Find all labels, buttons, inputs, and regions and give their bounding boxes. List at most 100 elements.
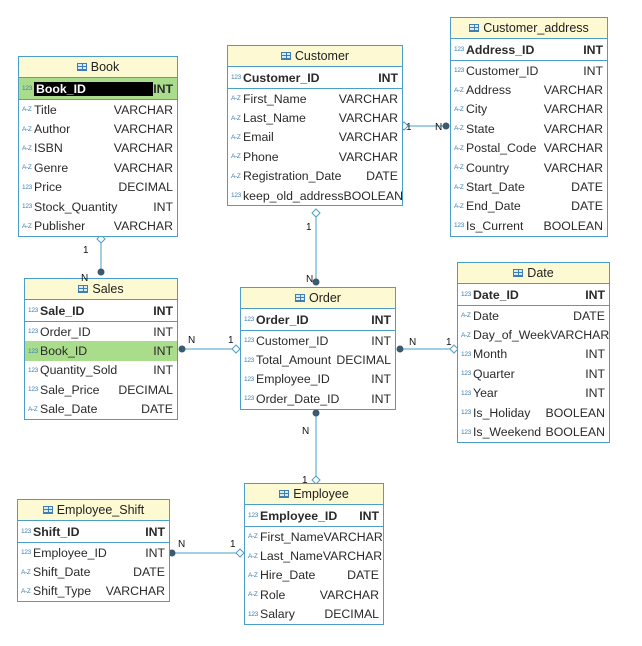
text-type-icon: A-Z: [454, 164, 464, 172]
field-type: BOOLEAN: [543, 218, 603, 233]
field-name: Is_Holiday: [473, 405, 531, 420]
field-type: INT: [359, 508, 379, 523]
text-type-icon: A-Z: [22, 125, 32, 133]
field-type: INT: [378, 70, 398, 85]
numeric-type-icon: 123: [244, 375, 254, 383]
many-end-dot: [312, 278, 320, 286]
field-name: Publisher: [34, 219, 86, 234]
text-type-icon: A-Z: [22, 144, 32, 152]
numeric-type-icon: 123: [454, 46, 464, 53]
field-type: INT: [145, 545, 165, 560]
entity-header: Order: [241, 288, 395, 309]
field-name: Genre: [34, 160, 69, 175]
numeric-type-icon: 123: [28, 347, 38, 355]
many-end-dot: [442, 122, 450, 130]
field-type: DECIMAL: [118, 180, 173, 195]
field-type: DECIMAL: [324, 607, 379, 622]
one-end-diamond: [235, 548, 245, 558]
entity-title: Employee_Shift: [56, 503, 145, 517]
field-name: Book_ID: [40, 344, 88, 359]
field-type: INT: [583, 42, 603, 57]
field-type: VARCHAR: [543, 121, 603, 136]
field-name: Employee_ID: [260, 508, 338, 523]
field-type: INT: [153, 303, 173, 318]
field-name: ISBN: [34, 141, 63, 156]
field-type: INT: [585, 347, 605, 362]
text-type-icon: A-Z: [22, 106, 32, 114]
field-name: Shift_Date: [33, 565, 91, 580]
entity-header: Employee_Shift: [18, 500, 169, 521]
field-type: DATE: [133, 565, 165, 580]
numeric-type-icon: 123: [461, 389, 471, 397]
entity-title: Customer_address: [483, 21, 589, 35]
text-type-icon: A-Z: [248, 552, 258, 560]
cardinality-one: 1: [228, 335, 234, 346]
field-type: VARCHAR: [338, 130, 398, 145]
field-name: keep_old_address: [243, 188, 344, 203]
entity-header: Customer: [228, 46, 402, 67]
